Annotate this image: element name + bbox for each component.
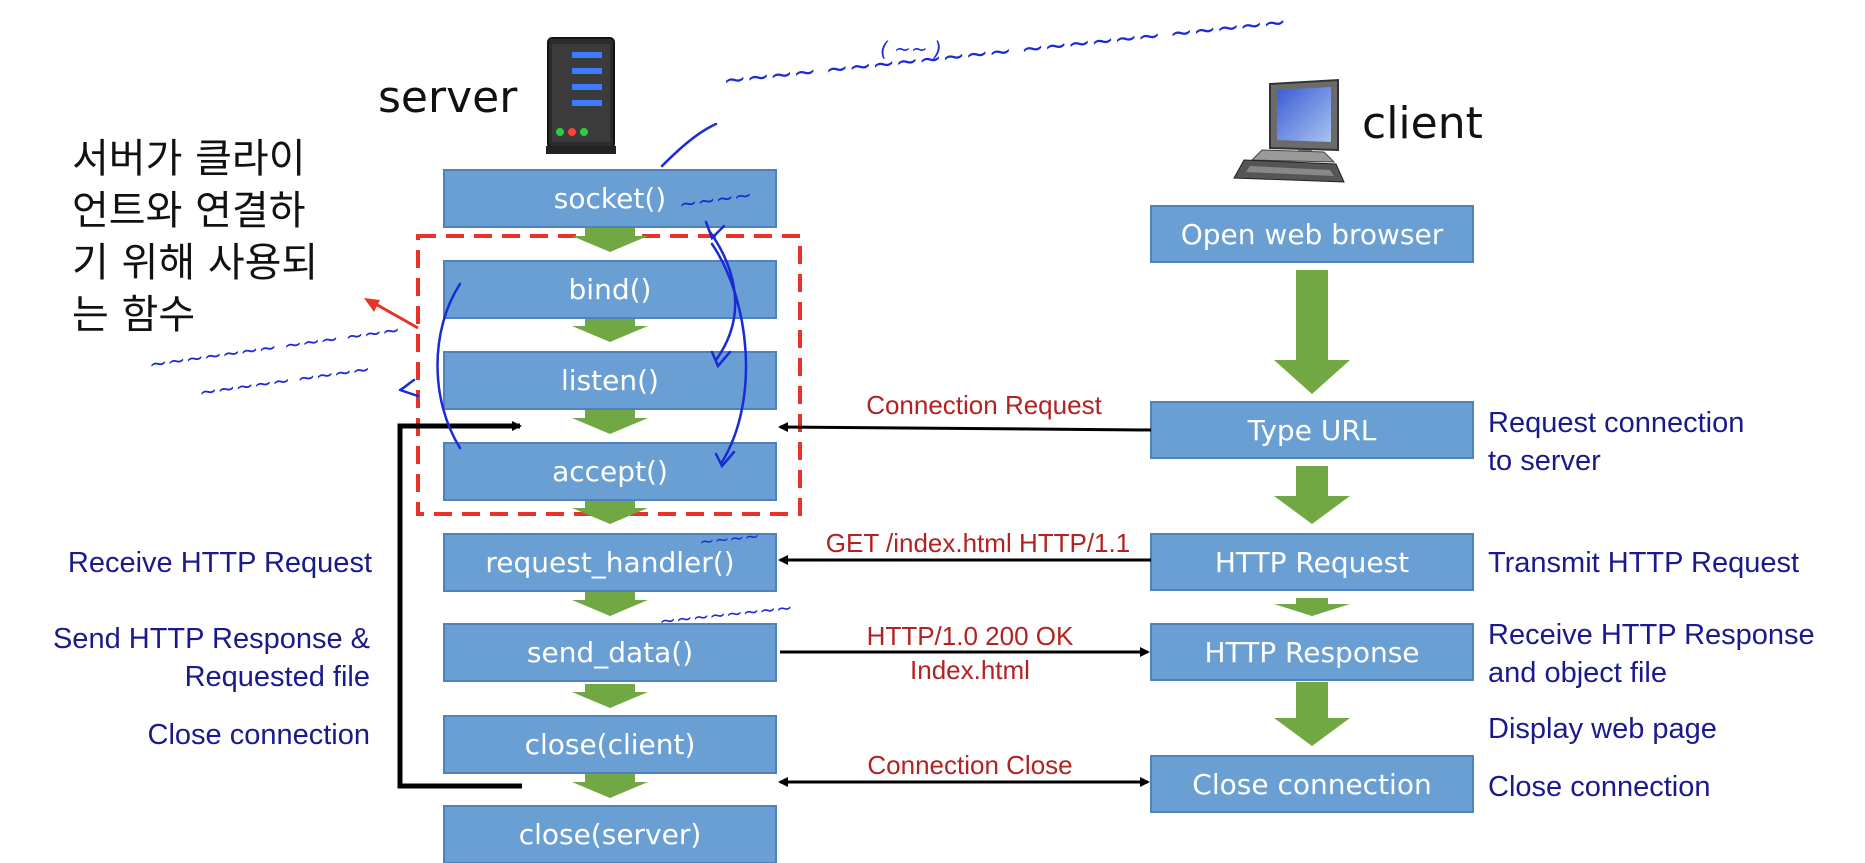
svg-text:socket(): socket() (554, 182, 666, 215)
note-display-web-page: Display web page (1488, 713, 1717, 745)
client-box-http-response: HTTP Response (1150, 623, 1474, 681)
note-request-connection-1: Request connection (1488, 407, 1744, 439)
client-title: client (1362, 98, 1483, 149)
client-box-close-connection: Close connection (1150, 755, 1474, 813)
note-request-connection-2: to server (1488, 445, 1601, 477)
server-box-bind: bind() (443, 260, 777, 319)
note-receive-http: Receive HTTP Request (68, 547, 372, 579)
svg-text:HTTP Request: HTTP Request (1215, 546, 1409, 579)
note-send-http-1: Send HTTP Response & (53, 623, 370, 655)
server-icon (546, 37, 616, 154)
note-close-connection-client: Close connection (1488, 771, 1710, 803)
client-box-open-browser: Open web browser (1150, 205, 1474, 263)
svg-text:( ~~ ): ( ~~ ) (880, 37, 942, 61)
label-connection-close: Connection Close (867, 750, 1072, 780)
note-send-http-2: Requested file (185, 661, 370, 693)
label-response-line2: Index.html (910, 655, 1030, 685)
client-box-http-request: HTTP Request (1150, 533, 1474, 591)
server-box-socket: socket() (443, 169, 777, 228)
korean-note-line-2: 언트와 연결하 (72, 188, 306, 234)
note-receive-response-2: and object file (1488, 657, 1667, 689)
server-box-close-server: close(server) (443, 805, 777, 863)
svg-text:Type URL: Type URL (1247, 414, 1377, 447)
note-close-connection-server: Close connection (148, 719, 370, 751)
client-flow-arrows (1274, 270, 1350, 746)
server-box-send-data: send_data() (443, 623, 777, 682)
svg-text:close(server): close(server) (519, 818, 702, 851)
client-box-type-url: Type URL (1150, 401, 1474, 459)
loop-back-line (397, 421, 522, 789)
server-box-listen: listen() (443, 351, 777, 410)
svg-text:close(client): close(client) (525, 728, 696, 761)
korean-note-line-3: 기 위해 사용되 (72, 240, 318, 286)
svg-text:Close connection: Close connection (1192, 768, 1431, 801)
arrow-connection-request (778, 422, 1152, 433)
svg-text:request_handler(): request_handler() (485, 546, 734, 579)
korean-note-line-1: 서버가 클라이 (72, 136, 306, 182)
label-get-request: GET /index.html HTTP/1.1 (826, 528, 1130, 558)
label-response-line1: HTTP/1.0 200 OK (867, 621, 1074, 651)
svg-text:listen(): listen() (561, 364, 659, 397)
korean-note-line-4: 는 함수 (72, 292, 195, 338)
svg-text:accept(): accept() (552, 455, 668, 488)
note-transmit-http: Transmit HTTP Request (1488, 547, 1799, 579)
server-box-close-client: close(client) (443, 715, 777, 774)
label-connection-request: Connection Request (866, 390, 1102, 420)
svg-text:bind(): bind() (569, 273, 652, 306)
server-title: server (378, 72, 518, 123)
svg-text:send_data(): send_data() (527, 636, 693, 669)
svg-text:Open web browser: Open web browser (1181, 218, 1444, 251)
handwritten-annotations (398, 122, 748, 469)
svg-text:~~~~ ~~~~~~~~ ~~~~~~ ~~~~~: ~~~~ ~~~~~~~~ ~~~~~~ ~~~~~ (721, 5, 1288, 97)
red-pointer-arrow (364, 298, 419, 330)
server-box-accept: accept() (443, 442, 777, 501)
svg-text:HTTP Response: HTTP Response (1204, 636, 1419, 669)
computer-icon (1233, 78, 1345, 183)
server-flow-arrows (572, 228, 648, 798)
note-receive-response-1: Receive HTTP Response (1488, 619, 1815, 651)
server-box-request-handler: request_handler() (443, 533, 777, 592)
